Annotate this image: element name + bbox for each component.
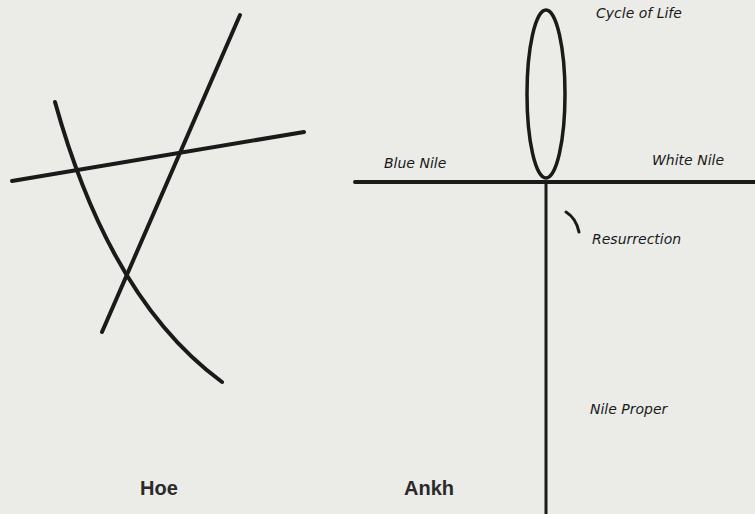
arm-label: White Nile	[652, 153, 724, 168]
figure-caption: Ankh	[404, 477, 454, 499]
shaft-label: Nile Proper	[590, 402, 667, 417]
figure-caption: Hoe	[140, 477, 178, 499]
arm-label: Blue Nile	[384, 156, 446, 171]
resurrection-mark	[566, 212, 579, 232]
ankh-loop	[527, 10, 565, 178]
hoe-handle	[12, 132, 304, 181]
loop-label: Cycle of Life	[596, 6, 682, 21]
hoe-stroke	[102, 15, 240, 332]
ankh-crossbar	[355, 180, 755, 184]
ankh-shaft	[545, 182, 548, 514]
mark-label: Resurrection	[592, 232, 681, 247]
hoe-blade	[55, 102, 222, 382]
